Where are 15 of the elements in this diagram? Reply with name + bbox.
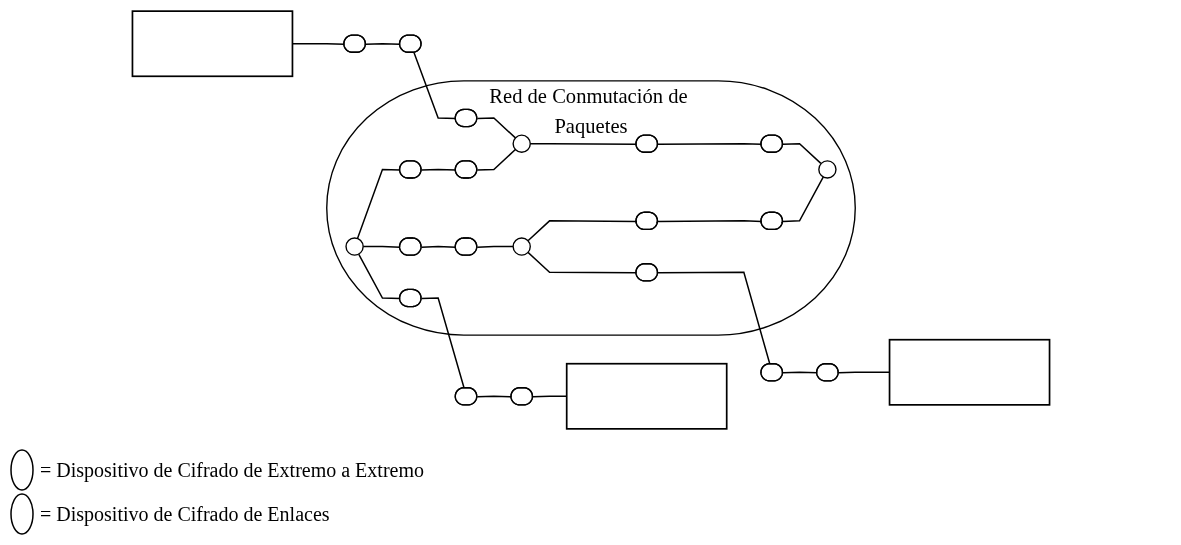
connector: [837, 371, 890, 374]
connector: [781, 176, 824, 223]
legend-text: = Dispositivo de Cifrado de Enlaces: [40, 502, 330, 526]
legend-text: = Dispositivo de Cifrado de Extremo a Extremo: [40, 458, 424, 482]
connector: [476, 148, 516, 171]
connector: [531, 395, 567, 398]
node-circle: [511, 134, 531, 153]
connector: [476, 117, 516, 139]
node-circle: [511, 237, 531, 256]
connector: [781, 142, 822, 165]
node-box: [888, 338, 1050, 406]
node-circle: [344, 237, 364, 256]
node-circle: [817, 160, 837, 179]
node-box: [565, 362, 728, 430]
node-box: [131, 10, 293, 78]
